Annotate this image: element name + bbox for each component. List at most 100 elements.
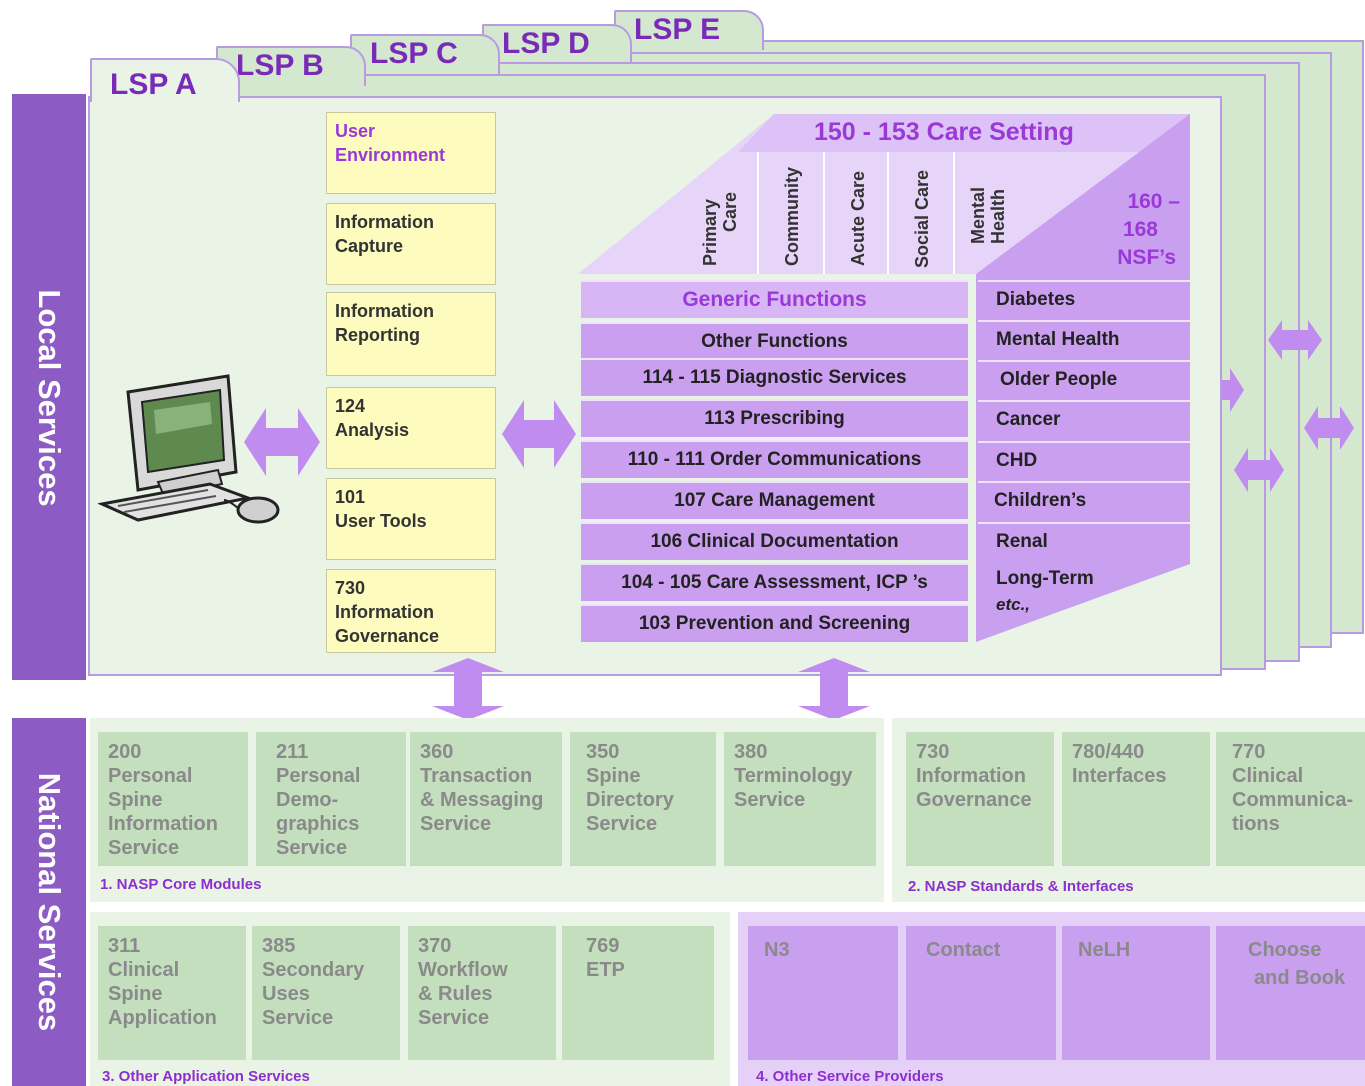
- information-governance-national-box[interactable]: 730 Information Governance: [906, 732, 1054, 866]
- personal-spine-information-service-box[interactable]: 200 Personal Spine Information Service: [98, 732, 248, 866]
- nsf-item[interactable]: Older People: [978, 360, 1190, 398]
- lsp-c-tab[interactable]: LSP C: [350, 34, 500, 74]
- function-item[interactable]: Other Functions: [581, 322, 968, 360]
- vertical-double-arrow-icon: [798, 658, 870, 720]
- box-line: Uses: [262, 983, 310, 1005]
- function-item[interactable]: 110 - 111 Order Communications: [581, 440, 968, 478]
- user-box-line: Analysis: [335, 420, 410, 440]
- clinical-communications-box[interactable]: 770 Clinical Communica- tions: [1216, 732, 1365, 866]
- etp-box[interactable]: 769 ETP: [562, 926, 714, 1060]
- information-reporting-box[interactable]: Information Reporting: [326, 292, 496, 376]
- box-line: Directory: [586, 789, 674, 811]
- nsf-long-term-line: etc.,: [996, 595, 1031, 614]
- user-box-line: 101: [335, 487, 366, 507]
- box-line: Demo-: [276, 789, 339, 811]
- box-line: Personal: [276, 765, 361, 787]
- care-setting-line: Social Care: [912, 169, 932, 268]
- box-line: Secondary: [262, 959, 365, 981]
- secondary-uses-service-box[interactable]: 385 Secondary Uses Service: [252, 926, 400, 1060]
- nsf-item[interactable]: Diabetes: [978, 280, 1190, 318]
- other-service-providers-label: 4. Other Service Providers: [756, 1068, 944, 1085]
- care-setting-line: Community: [782, 167, 802, 266]
- user-to-functions-arrow: [502, 400, 576, 468]
- user-box-line: User: [335, 121, 376, 141]
- box-line: 770: [1232, 741, 1266, 763]
- spine-directory-service-box[interactable]: 350 Spine Directory Service: [570, 732, 716, 866]
- lsp-e-tab[interactable]: LSP E: [614, 10, 764, 50]
- nasp-standards-label: 2. NASP Standards & Interfaces: [908, 878, 1134, 895]
- user-tools-box[interactable]: 101 User Tools: [326, 478, 496, 560]
- box-line: 370: [418, 935, 452, 957]
- box-line: 780/440: [1072, 741, 1145, 763]
- care-setting-line: Care: [720, 191, 740, 232]
- nelh-box[interactable]: NeLH: [1062, 926, 1210, 1060]
- national-services-label: National Services: [32, 772, 67, 1032]
- user-environment-box[interactable]: User Environment: [326, 112, 496, 194]
- box-line: Information: [916, 765, 1026, 787]
- workflow-rules-service-box[interactable]: 370 Workflow & Rules Service: [408, 926, 556, 1060]
- local-services-band: [12, 94, 86, 680]
- double-arrow-icon: [244, 408, 320, 476]
- box-line: 350: [586, 741, 620, 763]
- n3-box[interactable]: N3: [748, 926, 898, 1060]
- lsp-a-tab[interactable]: LSP A: [90, 58, 240, 102]
- computer-icon: [98, 374, 280, 524]
- nsf-long-term[interactable]: Long-Term etc.,: [996, 566, 1094, 618]
- box-line: tions: [1232, 813, 1280, 835]
- clinical-spine-application-box[interactable]: 311 Clinical Spine Application: [98, 926, 246, 1060]
- nsf-title-line: 168: [1122, 218, 1158, 241]
- double-arrow-icon: [1268, 320, 1322, 360]
- user-box-line: Information: [335, 212, 434, 232]
- care-setting-line: Mental: [968, 186, 988, 244]
- function-item[interactable]: 114 - 115 Diagnostic Services: [581, 358, 968, 396]
- cube-top-face: [578, 114, 1190, 274]
- nsf-item[interactable]: Renal: [978, 522, 1190, 560]
- information-governance-box[interactable]: 730 Information Governance: [326, 569, 496, 653]
- care-setting-line: Health: [988, 188, 1008, 244]
- box-line: Communica-: [1232, 789, 1354, 811]
- box-line: Interfaces: [1072, 765, 1167, 787]
- box-line: 360: [420, 741, 454, 763]
- box-line: 769: [586, 935, 620, 957]
- box-line: Service: [734, 789, 806, 811]
- box-line: Spine: [108, 983, 163, 1005]
- lsp-b-label: LSP B: [236, 49, 324, 82]
- cube-title-band: [738, 114, 1190, 152]
- box-line: graphics: [276, 813, 360, 835]
- nsf-item[interactable]: Mental Health: [978, 320, 1190, 358]
- box-line: 385: [262, 935, 296, 957]
- lsp-b-tab[interactable]: LSP B: [216, 46, 366, 86]
- contact-box[interactable]: Contact: [906, 926, 1056, 1060]
- box-line: Transaction: [420, 765, 533, 787]
- generic-functions-header: Generic Functions: [581, 280, 968, 318]
- care-setting-social-care: Social Care: [912, 170, 932, 268]
- function-item[interactable]: 103 Prevention and Screening: [581, 604, 968, 642]
- box-line: Service: [262, 1007, 334, 1029]
- box-line: Spine: [586, 765, 641, 787]
- double-arrow-icon: [502, 400, 576, 468]
- nsf-item[interactable]: Cancer: [978, 400, 1190, 438]
- lsp-d-tab[interactable]: LSP D: [482, 24, 632, 64]
- terminology-service-box[interactable]: 380 Terminology Service: [724, 732, 876, 866]
- box-line: Service: [276, 837, 348, 859]
- nsf-item[interactable]: CHD: [978, 441, 1190, 479]
- box-line: Workflow: [418, 959, 508, 981]
- choose-and-book-box[interactable]: Choose and Book: [1216, 926, 1365, 1060]
- analysis-box[interactable]: 124 Analysis: [326, 387, 496, 469]
- box-line: 311: [108, 935, 141, 957]
- function-item[interactable]: 107 Care Management: [581, 481, 968, 519]
- box-line: Clinical: [108, 959, 180, 981]
- function-item[interactable]: 104 - 105 Care Assessment, ICP ’s: [581, 563, 968, 601]
- interfaces-box[interactable]: 780/440 Interfaces: [1062, 732, 1210, 866]
- function-item[interactable]: 106 Clinical Documentation: [581, 522, 968, 560]
- personal-demographics-service-box[interactable]: 211 Personal Demo- graphics Service: [256, 732, 406, 866]
- box-line: and Book: [1254, 967, 1346, 989]
- nsf-item[interactable]: Children’s: [978, 481, 1190, 519]
- box-line: ETP: [586, 959, 625, 981]
- transaction-messaging-service-box[interactable]: 360 Transaction & Messaging Service: [410, 732, 562, 866]
- local-national-arrow-right: [798, 658, 870, 720]
- information-capture-box[interactable]: Information Capture: [326, 203, 496, 285]
- box-line: 211: [276, 741, 309, 763]
- user-box-line: Capture: [335, 236, 404, 256]
- function-item[interactable]: 113 Prescribing: [581, 399, 968, 437]
